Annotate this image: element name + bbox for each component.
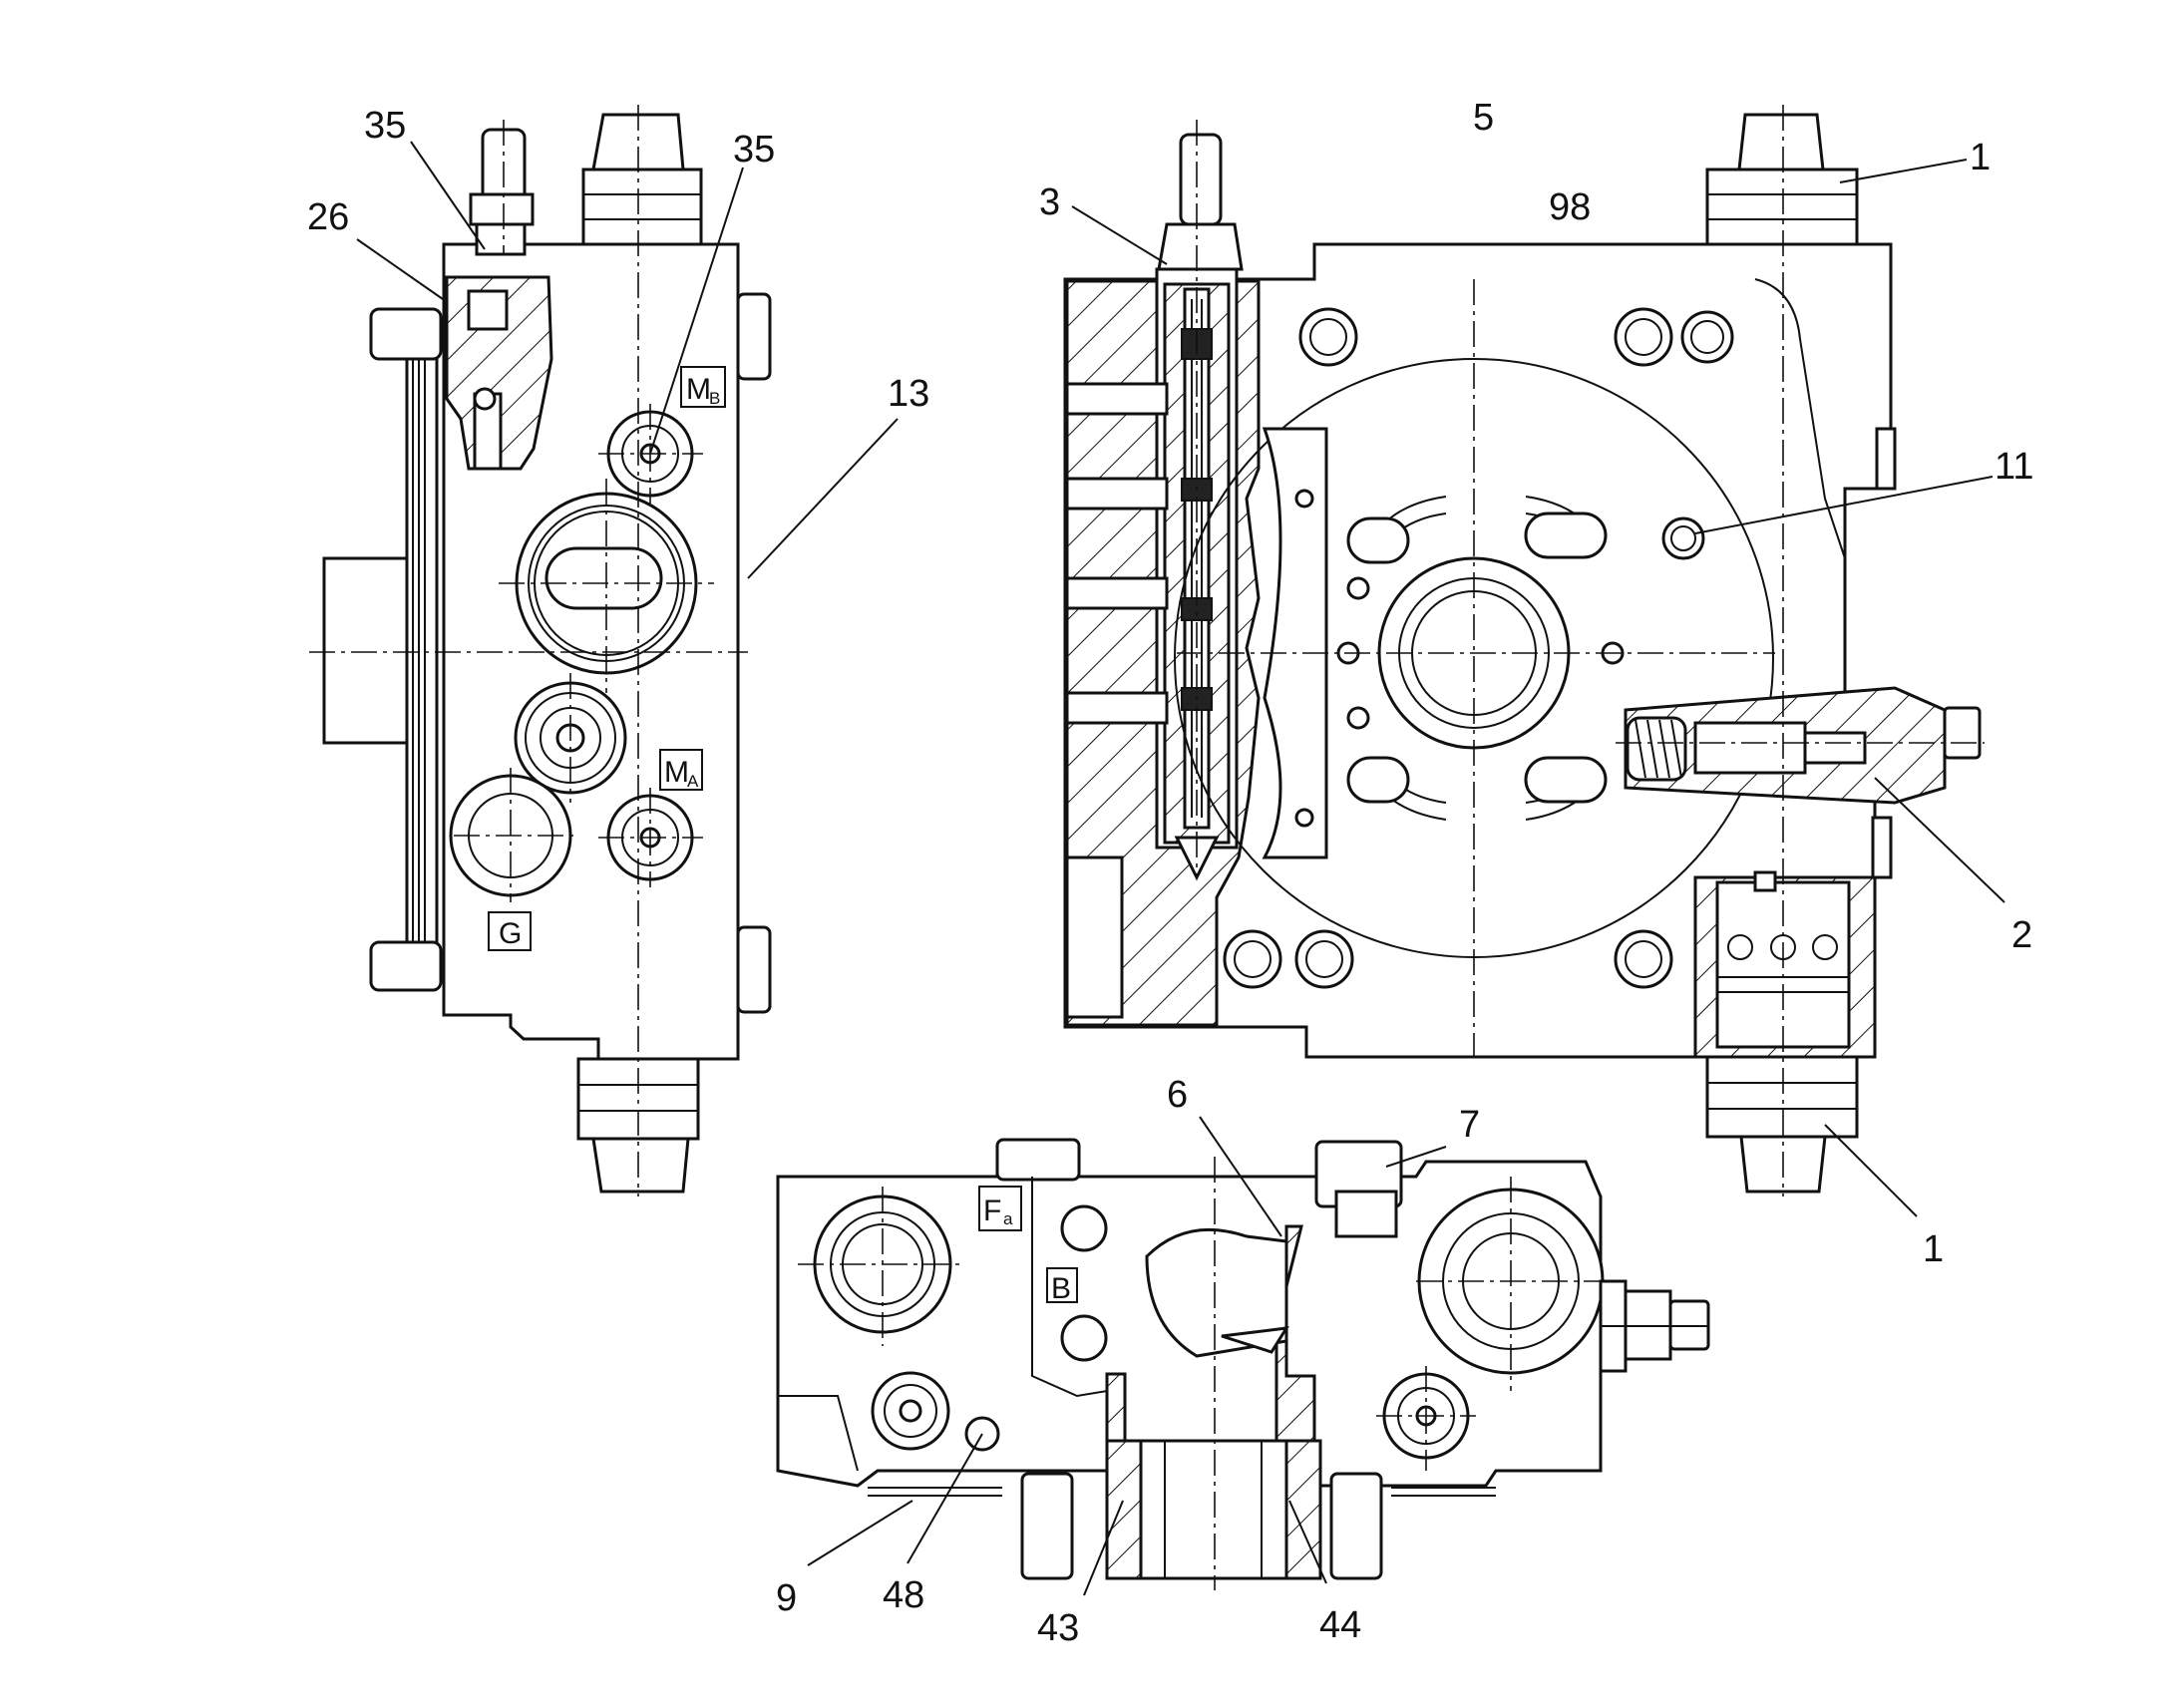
- callout-7: 7: [1459, 1104, 1480, 1146]
- port-ma-box: [659, 749, 703, 791]
- callout-5: 5: [1473, 97, 1494, 139]
- front-bolt-br: [1614, 929, 1673, 989]
- front-relief-cap: [1943, 706, 1982, 760]
- front-bore-1: [1065, 382, 1169, 416]
- port-g-box: [488, 911, 532, 951]
- side-shaft-stub: [322, 556, 409, 745]
- bottom-view: [776, 1138, 1710, 1590]
- side-flange: [405, 312, 439, 984]
- callout-6: 6: [1167, 1074, 1188, 1116]
- front-top-plug-hex: [1705, 168, 1859, 246]
- front-bore-2: [1065, 477, 1169, 511]
- callout-3: 3: [1039, 181, 1060, 223]
- front-top-connector: [1179, 133, 1223, 226]
- front-bore-3: [1065, 576, 1169, 610]
- side-bolt-bottom: [369, 940, 443, 992]
- front-view: [1063, 105, 1985, 1196]
- callout-35-left: 35: [364, 105, 406, 147]
- side-tab-top: [736, 292, 772, 381]
- front-bolt-tl: [1298, 307, 1358, 367]
- callout-1-top: 1: [1970, 137, 1991, 178]
- side-bore-top: [467, 289, 509, 331]
- port-label-mb-sub: B: [709, 389, 720, 408]
- port-label-fa-sub: a: [1003, 1209, 1013, 1228]
- callout-26: 26: [307, 196, 349, 238]
- port-fa-box: [978, 1186, 1022, 1231]
- callout-44: 44: [1319, 1604, 1361, 1646]
- callouts: 35 35 26 13 3 5 98 1 11 2 1 6 7 9 48 43 …: [307, 97, 2033, 1649]
- side-tab-bottom: [736, 925, 772, 1014]
- port-label-ma: M: [664, 756, 689, 789]
- front-port-11: [1661, 516, 1705, 560]
- bottom-tab-left: [995, 1138, 1081, 1182]
- front-bolt-tr2: [1680, 310, 1734, 364]
- front-relief-poppet: [1693, 721, 1807, 775]
- callout-48: 48: [883, 1574, 924, 1616]
- front-bolt-bl: [1223, 929, 1282, 989]
- front-relief-spring: [1626, 716, 1687, 782]
- bottom-foot-left: [1020, 1472, 1074, 1580]
- front-bottom-plug-hex: [1705, 1055, 1859, 1139]
- port-label-g: G: [499, 917, 522, 950]
- bottom-passage: [1145, 1227, 1288, 1358]
- front-top-plug: [1737, 113, 1825, 171]
- port-labels: M B M A G F a B: [499, 373, 1071, 1305]
- callout-35-right: 35: [733, 129, 775, 171]
- port-label-ma-sub: A: [687, 772, 699, 791]
- bottom-foot-right: [1329, 1472, 1383, 1580]
- side-view: [309, 105, 772, 1196]
- bottom-ring-43: [1105, 1439, 1143, 1580]
- port-label-b: B: [1051, 1272, 1071, 1305]
- side-bottom-plug: [591, 1137, 690, 1194]
- callout-43: 43: [1037, 1607, 1079, 1649]
- front-bore-5: [1065, 855, 1124, 1019]
- callout-1-bottom: 1: [1923, 1228, 1944, 1270]
- port-b-box: [1046, 1267, 1078, 1303]
- side-bolt-top: [369, 307, 443, 361]
- front-bolt-bl2: [1294, 929, 1354, 989]
- port-label-fa: F: [983, 1195, 1001, 1227]
- port-label-mb: M: [686, 373, 711, 406]
- front-bore-4: [1065, 691, 1169, 725]
- callout-9: 9: [776, 1577, 797, 1619]
- callout-11: 11: [1995, 446, 2033, 488]
- side-fitting-nut: [469, 192, 535, 226]
- callout-13: 13: [888, 373, 929, 415]
- callout-2: 2: [2011, 914, 2032, 956]
- port-mb-box: [680, 366, 726, 408]
- side-top-plug-hex: [581, 168, 703, 246]
- callout-98: 98: [1549, 186, 1591, 228]
- front-bolt-tr: [1614, 307, 1673, 367]
- leader-lines: [356, 141, 2005, 1596]
